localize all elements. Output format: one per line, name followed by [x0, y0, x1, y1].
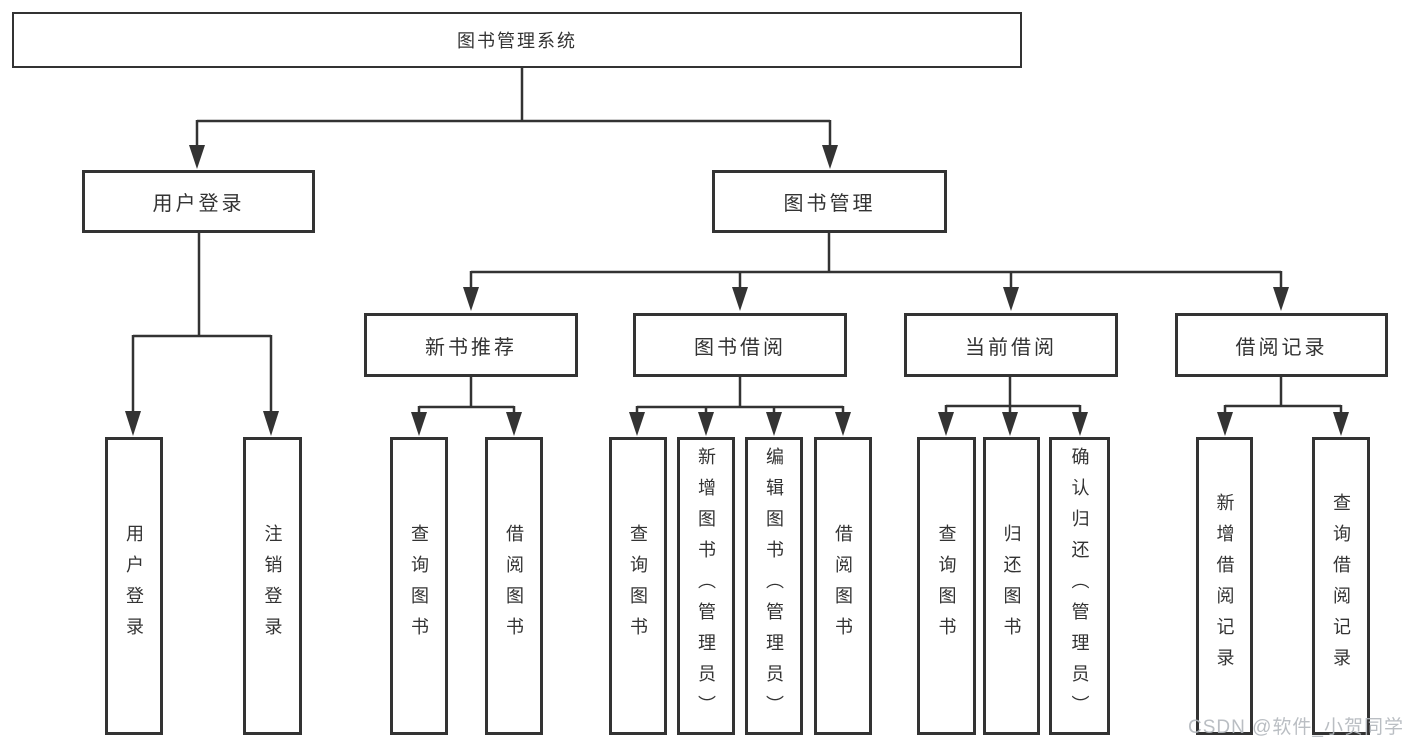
leaf-query-borrow-record-label: 查询借阅记录 — [1331, 493, 1351, 679]
node-borrow-records: 借阅记录 — [1175, 313, 1388, 377]
leaf-add-books-admin: 新增图书（管理员） — [677, 437, 735, 735]
leaf-borrow-books-1: 借阅图书 — [485, 437, 543, 735]
node-new-book-recommend-label: 新书推荐 — [425, 336, 517, 359]
leaf-edit-books-admin: 编辑图书（管理员） — [745, 437, 803, 735]
node-library-system: 图书管理系统 — [12, 12, 1022, 68]
node-current-borrow: 当前借阅 — [904, 313, 1118, 377]
node-user-login-label: 用户登录 — [152, 193, 245, 215]
leaf-user-login: 用户登录 — [105, 437, 163, 735]
leaf-logout: 注销登录 — [243, 437, 302, 735]
node-book-management-label: 图书管理 — [783, 193, 876, 215]
node-book-borrow-label: 图书借阅 — [694, 336, 786, 359]
csdn-watermark: CSDN @软件_小贺同学 — [1188, 717, 1404, 738]
node-library-system-label: 图书管理系统 — [457, 31, 577, 51]
leaf-query-borrow-record: 查询借阅记录 — [1312, 437, 1370, 735]
node-book-borrow: 图书借阅 — [633, 313, 847, 377]
leaf-query-books-1: 查询图书 — [390, 437, 448, 735]
leaf-confirm-return-admin: 确认归还（管理员） — [1049, 437, 1110, 735]
node-book-management: 图书管理 — [712, 170, 947, 233]
leaf-borrow-books-2: 借阅图书 — [814, 437, 872, 735]
node-user-login: 用户登录 — [82, 170, 315, 233]
leaf-query-books-3-label: 查询图书 — [936, 524, 957, 648]
node-new-book-recommend: 新书推荐 — [364, 313, 578, 377]
leaf-return-books: 归还图书 — [983, 437, 1040, 735]
leaf-add-borrow-record: 新增借阅记录 — [1196, 437, 1253, 735]
leaf-add-borrow-record-label: 新增借阅记录 — [1214, 493, 1235, 679]
leaf-query-books-2-label: 查询图书 — [628, 524, 648, 648]
leaf-return-books-label: 归还图书 — [1001, 524, 1022, 648]
leaf-confirm-return-admin-label: 确认归还（管理员） — [1069, 446, 1090, 726]
leaf-edit-books-admin-label: 编辑图书（管理员） — [764, 446, 784, 726]
node-current-borrow-label: 当前借阅 — [965, 336, 1057, 359]
leaf-user-login-label: 用户登录 — [124, 524, 144, 648]
leaf-borrow-books-2-label: 借阅图书 — [833, 524, 853, 648]
leaf-borrow-books-1-label: 借阅图书 — [504, 524, 524, 648]
leaf-query-books-1-label: 查询图书 — [409, 524, 429, 648]
node-borrow-records-label: 借阅记录 — [1235, 336, 1328, 359]
leaf-add-books-admin-label: 新增图书（管理员） — [696, 446, 716, 726]
leaf-query-books-2: 查询图书 — [609, 437, 667, 735]
leaf-query-books-3: 查询图书 — [917, 437, 976, 735]
leaf-logout-label: 注销登录 — [262, 524, 283, 648]
